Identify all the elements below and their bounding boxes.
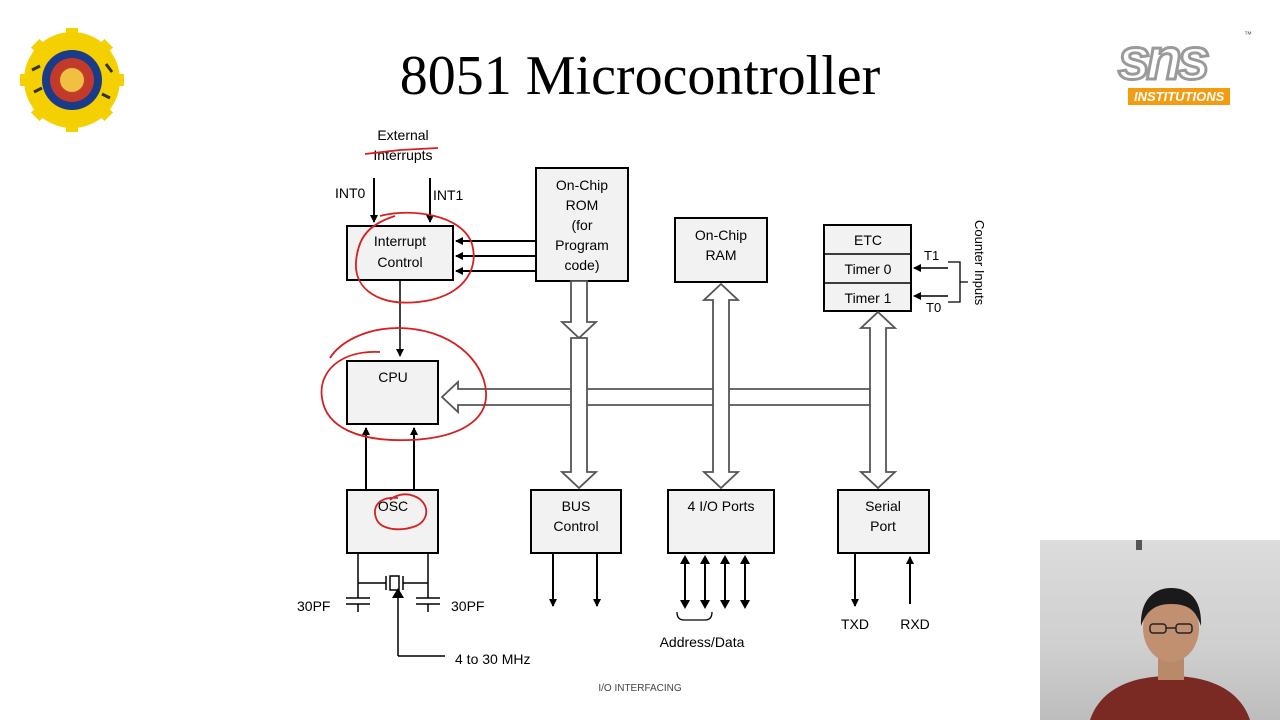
slide-title: 8051 Microcontroller xyxy=(399,45,881,107)
ram-io-bidirectional-arrow xyxy=(701,282,741,490)
frequency-label: 4 to 30 MHz xyxy=(455,651,530,667)
bus-control-label-2: Control xyxy=(553,518,598,534)
cpu-box xyxy=(346,360,439,425)
rom-label-3: (for xyxy=(572,217,593,233)
interrupt-control-label-2: Control xyxy=(377,254,422,270)
crystal-circuit xyxy=(346,553,445,657)
io-port-arrowheads xyxy=(680,555,750,609)
rom-to-bus-arrow xyxy=(559,280,599,340)
on-chip-ram-box xyxy=(674,217,768,283)
sns-logo-text: sns xyxy=(1117,27,1212,92)
bus-control-label-1: BUS xyxy=(562,498,591,514)
presenter-webcam-video xyxy=(1040,540,1280,720)
serial-port-label-1: Serial xyxy=(865,498,901,514)
address-data-label: Address/Data xyxy=(660,634,745,650)
counter-inputs-bracket xyxy=(948,261,968,303)
rom-label-4: Program xyxy=(555,237,609,253)
interrupt-control-label-1: Interrupt xyxy=(374,233,426,249)
counter-inputs-label: Counter Inputs xyxy=(972,220,987,306)
timers-box xyxy=(823,224,912,312)
io-ports-label: 4 I/O Ports xyxy=(688,498,755,514)
int1-label: INT1 xyxy=(433,187,464,203)
presenter-silhouette-icon xyxy=(1090,540,1250,720)
on-chip-rom-box xyxy=(535,167,629,282)
rom-label-1: On-Chip xyxy=(556,177,608,193)
timer0-label: Timer 0 xyxy=(845,261,892,277)
t0-label: T0 xyxy=(926,300,941,315)
ram-label-1: On-Chip xyxy=(695,227,747,243)
osc-label: OSC xyxy=(378,498,408,514)
t1-label: T1 xyxy=(924,248,939,263)
external-interrupts-label-1: External xyxy=(377,127,428,143)
red-annotations xyxy=(320,147,487,531)
timer-serial-bidirectional-arrow xyxy=(858,310,898,490)
bus-control-box xyxy=(530,489,622,554)
freq-arrow-head xyxy=(392,588,404,598)
rxd-label: RXD xyxy=(900,616,930,632)
rom-label-5: code) xyxy=(564,257,599,273)
bus-to-bus-control-arrow xyxy=(559,337,599,490)
rom-label-2: ROM xyxy=(566,197,599,213)
college-emblem-logo xyxy=(20,28,124,132)
io-port-arrows xyxy=(684,564,746,600)
timer1-label: Timer 1 xyxy=(845,290,892,306)
serial-port-label-2: Port xyxy=(870,518,896,534)
slide-footer: I/O INTERFACING xyxy=(598,683,682,694)
io-ports-box xyxy=(667,489,775,554)
txd-label: TXD xyxy=(841,616,869,632)
serial-port-box xyxy=(837,489,930,554)
int0-label: INT0 xyxy=(335,185,366,201)
etc-label: ETC xyxy=(854,232,882,248)
sns-logo-subtitle: INSTITUTIONS xyxy=(1128,88,1231,105)
cap-left-label: 30PF xyxy=(297,598,330,614)
ram-label-2: RAM xyxy=(705,247,736,263)
internal-bus-arrow xyxy=(440,379,871,415)
sns-logo-trademark: ™ xyxy=(1244,30,1252,39)
sns-institutions-logo: sns INSTITUTIONS ™ xyxy=(1117,27,1253,112)
cpu-label: CPU xyxy=(378,369,408,385)
address-data-bracket xyxy=(676,611,713,621)
cap-right-label: 30PF xyxy=(451,598,484,614)
